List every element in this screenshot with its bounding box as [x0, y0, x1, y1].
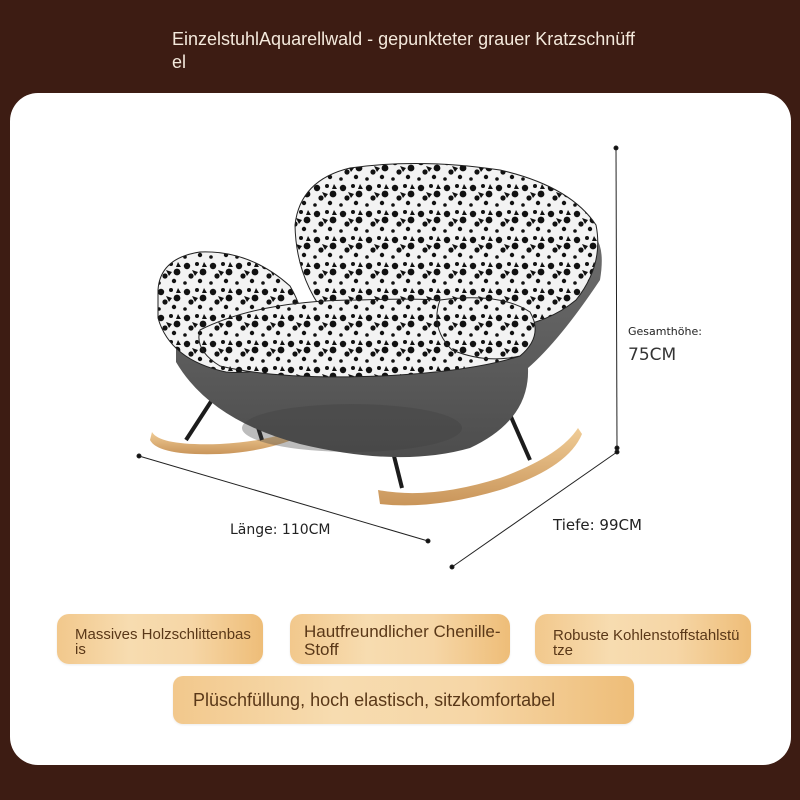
product-title: EinzelstuhlAquarellwald - gepunkteter gr…	[172, 29, 635, 72]
feature-text: Massives Holzschlittenbasis	[75, 626, 251, 658]
length-label: Länge: 110CM	[230, 522, 331, 538]
feature-badge-chenille: Hautfreundlicher Chenille-Stoff	[290, 614, 510, 664]
feature-text: Plüschfüllung, hoch elastisch, sitzkomfo…	[193, 690, 556, 710]
back-rocker	[150, 432, 292, 455]
chair-armrest-right	[436, 297, 536, 360]
front-rocker	[378, 428, 582, 506]
chair-shell	[176, 238, 602, 458]
feature-text: Hautfreundlicher Chenille-Stoff	[304, 622, 501, 659]
height-value: 75CM	[628, 345, 677, 365]
feature-badge-plush-filling: Plüschfüllung, hoch elastisch, sitzkomfo…	[173, 676, 634, 724]
feature-text: Robuste Kohlenstoffstahlstütze	[553, 627, 740, 659]
feature-badge-wood-base: Massives Holzschlittenbasis	[57, 614, 263, 664]
height-dimension-line	[615, 147, 618, 449]
depth-label: Tiefe: 99CM	[553, 516, 642, 534]
depth-dimension-line	[451, 451, 618, 568]
length-dimension-line	[138, 455, 429, 542]
height-label: Gesamthöhe:	[628, 325, 702, 338]
dimension-lines	[136, 145, 620, 570]
feature-badge-carbon-steel: Robuste Kohlenstoffstahlstütze	[535, 614, 751, 664]
